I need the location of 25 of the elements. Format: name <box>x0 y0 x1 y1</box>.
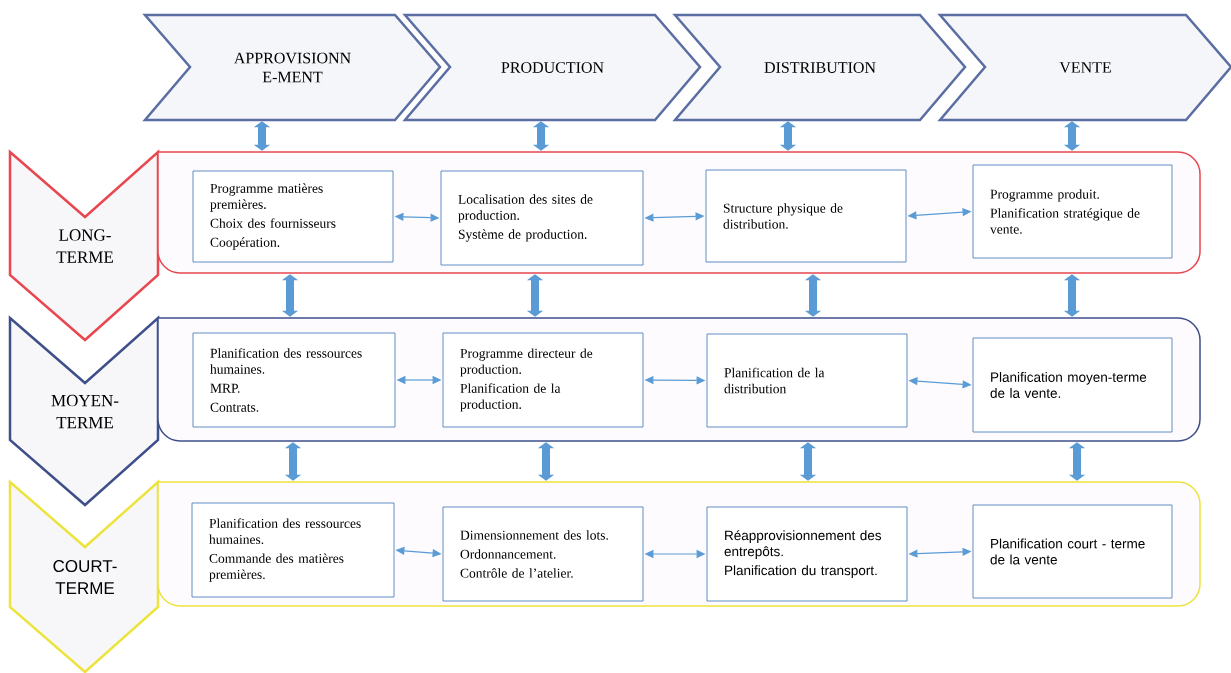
text-box: Structure physique de distribution. <box>705 169 907 263</box>
text-box: Localisation des sites de production. Système de production. <box>440 170 644 266</box>
arrow <box>526 274 544 317</box>
arrow <box>779 121 797 151</box>
text-box: Programme matières premières. Choix des fournisseurs Coopération. <box>192 170 394 263</box>
arrow <box>1068 442 1086 481</box>
text-box: Réapprovisionnement des entrepôts. Planification du transport. <box>706 506 908 602</box>
text-box: Planification court - terme de la vente <box>972 504 1173 599</box>
text-box: Planification de la distribution <box>706 333 908 428</box>
text-box: Dimensionnement des lots. Ordonnancement. Contrôle de l’atelier. <box>442 506 644 602</box>
arrow <box>1063 274 1081 317</box>
text-box: Programme directeur de production. Planification de la production. <box>442 332 644 428</box>
arrow <box>281 274 299 317</box>
node-label: VENTE <box>1059 62 1111 73</box>
arrow <box>532 121 550 151</box>
arrow <box>1063 121 1081 151</box>
text-box: Planification moyen-terme de la vente. <box>972 337 1173 433</box>
arrow <box>799 442 817 481</box>
arrow <box>253 121 271 151</box>
arrow <box>537 442 555 481</box>
arrow <box>284 442 302 481</box>
arrow <box>804 274 822 317</box>
text-box: Planification des ressources humaines. Commande des matières premières. <box>191 502 395 598</box>
text-box: Planification des ressources humaines. MRP. Contrats. <box>192 332 396 428</box>
text-box: Programme produit. Planification stratégique de vente. <box>972 164 1173 259</box>
